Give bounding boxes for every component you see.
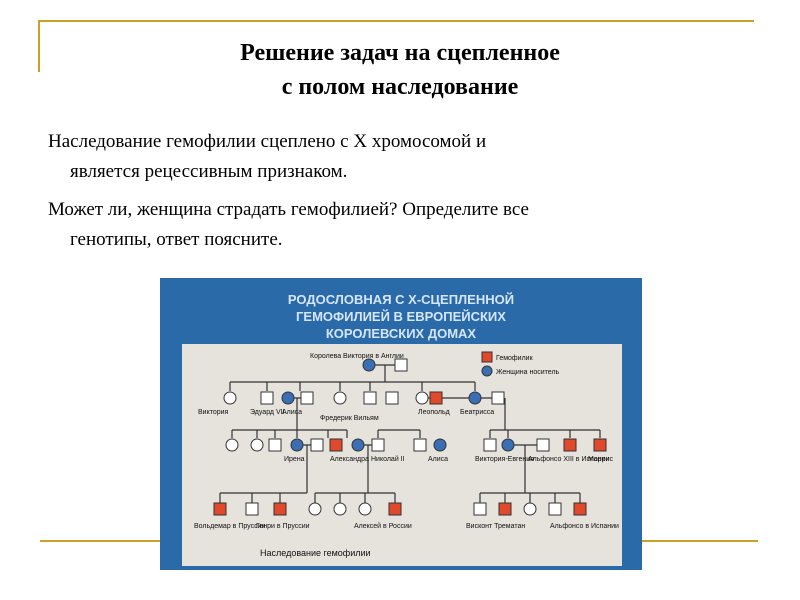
gen4-daughter2-symbol (333, 502, 347, 516)
figure-header-line2: ГЕМОФИЛИЕЙ В ЕВРОПЕЙСКИХ (296, 309, 506, 324)
label-alexandra: Александра (330, 456, 369, 463)
label-leopold: Леопольд (418, 409, 450, 416)
queen-victoria-symbol (362, 358, 376, 372)
alisa2-symbol (433, 438, 447, 452)
label-alexei: Алексей в России (354, 522, 412, 530)
label-edward: Эдуард VII (250, 409, 285, 416)
gen3-affected2-symbol (563, 438, 577, 452)
bottom-gold-rule-left (40, 540, 164, 542)
top-gold-rule (38, 20, 754, 22)
figure-caption: Наследование гемофилии (260, 548, 371, 558)
victoria-eugenia-symbol (501, 438, 515, 452)
para1-line2: является рецессивным признаком. (70, 161, 348, 182)
maurice-symbol (593, 438, 607, 452)
figure-header-line1: РОДОСЛОВНАЯ С Х-СЦЕПЛЕННОЙ (288, 292, 514, 307)
alexei-symbol (388, 502, 402, 516)
alfonso-spain-symbol (573, 502, 587, 516)
gen2-daughter2-symbol (415, 391, 429, 405)
gen2-son2-symbol (385, 391, 399, 405)
label-nicholas: Николай II (371, 455, 405, 463)
nicholas-symbol (371, 438, 385, 452)
gen4-daughter4-symbol (523, 502, 537, 516)
gen4-affected-symbol (498, 502, 512, 516)
label-viscount: Висконт Трематан (466, 523, 525, 530)
legend-affected-label: Гемофилик (496, 355, 534, 362)
label-irena: Ирена (284, 456, 305, 463)
label-alfonso13: Альфонсо XIII в Испании (528, 456, 609, 463)
alice-symbol (281, 391, 295, 405)
gen4-son1-symbol (245, 502, 259, 516)
gen4-son2-symbol (548, 502, 562, 516)
leopold-symbol (429, 391, 443, 405)
figure-header-line3: КОРОЛЕВСКИХ ДОМАХ (326, 326, 477, 341)
legend-carrier-label: Женщина носитель (496, 369, 560, 376)
left-gold-rule (38, 20, 40, 72)
irena-symbol (290, 438, 304, 452)
gen3-son2-symbol (413, 438, 427, 452)
gen3-affected-son-symbol (329, 438, 343, 452)
gen4-daughter1-symbol (308, 502, 322, 516)
title-line-2: с полом наследование (281, 74, 519, 100)
victoria-daughter-symbol (223, 391, 237, 405)
gen3-son1-symbol (268, 438, 282, 452)
edward-symbol (260, 391, 274, 405)
henry-symbol (273, 502, 287, 516)
waldemar-symbol (213, 502, 227, 516)
beatrice-husband-symbol (491, 391, 505, 405)
gen3-daughter1-symbol (225, 438, 239, 452)
bottom-gold-rule-right (620, 540, 758, 542)
label-victoria-eugenia: Виктория-Евгения (475, 456, 534, 463)
viscount-symbol (473, 502, 487, 516)
para1-line1: Наследование гемофилии сцеплено с Х хром… (48, 131, 487, 152)
gen2-daughter-symbol (333, 391, 347, 405)
label-victoria: Виктория (198, 409, 229, 416)
label-maurice: Моррис (588, 456, 613, 463)
paragraph-question: Может ли, женщина страдать гемофилией? О… (48, 195, 738, 255)
irena-husband-symbol (310, 438, 324, 452)
beatrice-symbol (468, 391, 482, 405)
label-alice: Алиса (282, 409, 302, 416)
pedigree-chart-area (182, 344, 622, 566)
prince-albert-symbol (394, 358, 408, 372)
pedigree-figure: РОДОСЛОВНАЯ С Х-СЦЕПЛЕННОЙ ГЕМОФИЛИЕЙ В … (160, 278, 642, 570)
para2-line1: Может ли, женщина страдать гемофилией? О… (48, 199, 529, 220)
label-queen-victoria: Королева Виктория в Англии (310, 353, 404, 360)
gen4-daughter3-symbol (358, 502, 372, 516)
label-henry: Генри в Пруссии (256, 523, 310, 530)
para2-line2: генотипы, ответ поясните. (70, 229, 283, 250)
label-beatrice: Беатрисса (460, 409, 494, 416)
alice-husband-symbol (300, 391, 314, 405)
slide-title: Решение задач на сцепленное с полом насл… (0, 36, 800, 104)
title-line-1: Решение задач на сцепленное (240, 40, 560, 66)
label-frederick: Фредерик Вильям (320, 415, 379, 422)
legend-carrier-symbol (481, 365, 493, 377)
label-waldemar: Вольдемар в Пруссии (194, 523, 266, 530)
paragraph-inheritance: Наследование гемофилии сцеплено с Х хром… (48, 127, 738, 187)
label-alfonso-spain: Альфонсо в Испании (550, 523, 619, 530)
gen3-daughter2-symbol (250, 438, 264, 452)
label-alisa2: Алиса (428, 456, 448, 463)
alexandra-symbol (351, 438, 365, 452)
alfonso13-symbol (536, 438, 550, 452)
gen3-son3-symbol (483, 438, 497, 452)
gen2-son-symbol (363, 391, 377, 405)
legend-affected-symbol (481, 351, 493, 363)
